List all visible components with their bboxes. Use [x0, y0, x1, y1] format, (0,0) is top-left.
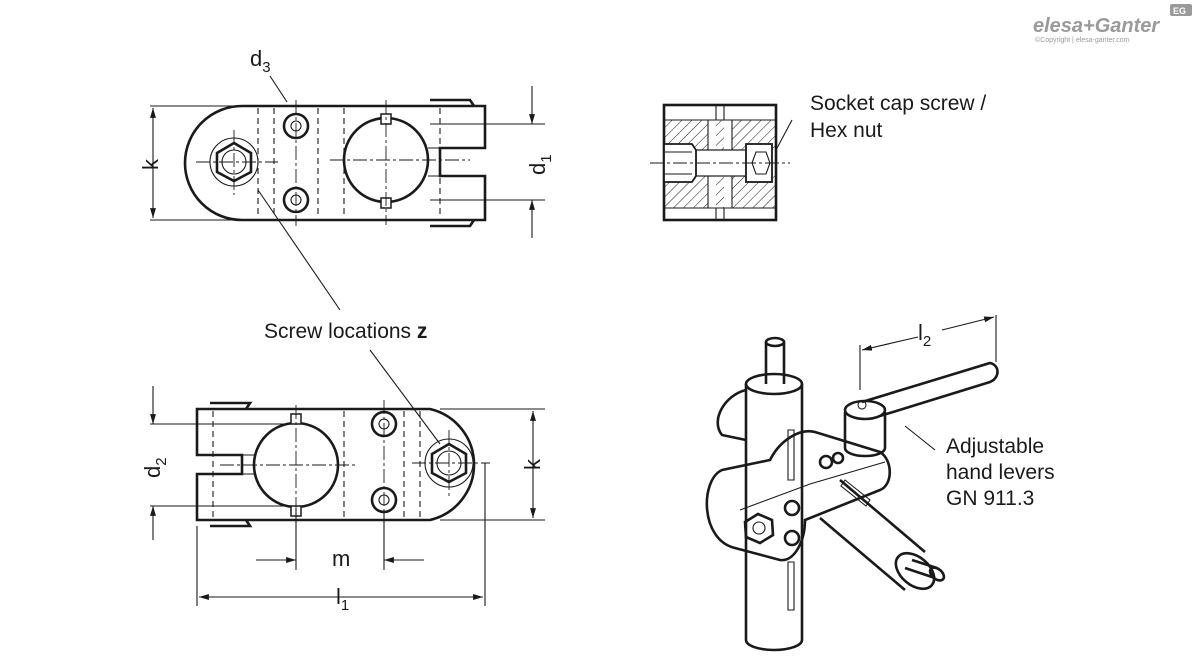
- label-d3: d3: [250, 46, 271, 76]
- copyright-text: ©Copyright | elesa-ganter.com: [1035, 36, 1130, 44]
- label-k-bottom: k: [520, 458, 545, 470]
- label-l2: l2: [918, 320, 931, 350]
- label-screw-locations: Screw locations z: [264, 320, 427, 343]
- logo-text: elesa+Ganter: [1033, 15, 1160, 37]
- label-socket-line2: Hex nut: [810, 119, 883, 142]
- label-l1: l1: [336, 584, 349, 614]
- label-k-top: k: [138, 158, 163, 170]
- label-m: m: [332, 546, 350, 571]
- logo-badge: EG: [1173, 6, 1186, 16]
- label-socket-line1: Socket cap screw /: [810, 92, 986, 115]
- label-adjustable-line1: Adjustable: [946, 435, 1044, 458]
- label-d1: d1: [525, 154, 555, 175]
- label-adjustable-line2: hand levers: [946, 461, 1055, 484]
- labels: d3 k d1 Socket cap screw / Hex nut Screw…: [138, 46, 1055, 614]
- logo-badge-bg: [1170, 4, 1192, 16]
- bottom-view: [150, 349, 545, 606]
- label-adjustable-line3: GN 911.3: [946, 487, 1034, 510]
- section-view: [650, 103, 793, 222]
- label-d2: d2: [140, 457, 170, 478]
- isometric-view: [705, 315, 999, 652]
- top-view: [150, 75, 545, 311]
- brand-logo: elesa+Ganter EG ©Copyright | elesa-gante…: [1033, 4, 1192, 44]
